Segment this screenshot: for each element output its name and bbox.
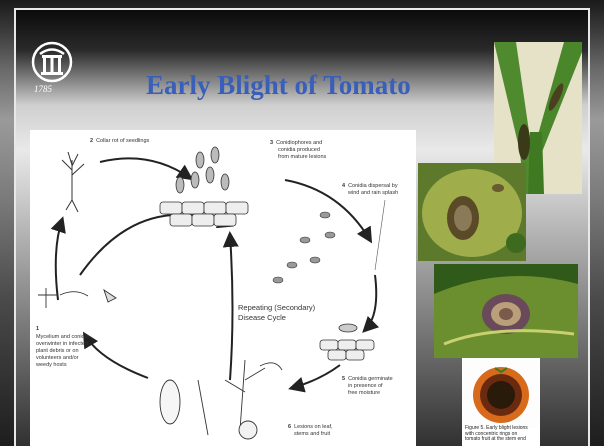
repeating-cycle-label-1: Repeating (Secondary) <box>238 303 316 312</box>
plant-debris-illustration <box>38 288 116 308</box>
step-3-label-3: from mature lesions <box>278 154 327 160</box>
arrow-repeating <box>230 235 233 380</box>
step-2-label: Collar rot of seedlings <box>96 138 149 144</box>
step-5-label-1: Conidia germinate <box>348 376 393 382</box>
step-4-number: 4 <box>342 183 346 189</box>
conidia-dispersal-illustration <box>273 200 385 283</box>
step-3-number: 3 <box>270 140 273 146</box>
step-3-label-1: Conidiophores and <box>276 140 322 146</box>
seedling-illustration <box>62 152 84 212</box>
step-6-label-1: Lesions on leaf, <box>294 424 333 430</box>
arrow-2-3 <box>100 158 190 178</box>
step-1-label-1: Mycelium and conidia <box>36 334 90 340</box>
step-5-label-2: in presence of <box>348 383 383 389</box>
slide-title: Early Blight of Tomato <box>146 70 411 101</box>
university-arch-logo: 1785 <box>30 40 96 98</box>
step-6-number: 6 <box>288 424 291 430</box>
step-1-label-3: plant debris or on <box>36 348 79 354</box>
fruit-lesion-photo: Figure 5. Early blight lesions with conc… <box>462 358 540 446</box>
step-1-label-4: volunteers and/or <box>36 355 79 361</box>
step-2-number: 2 <box>90 138 93 144</box>
step-6-label-2: stems and fruit <box>294 431 331 437</box>
step-1-label-2: overwinter in infected <box>36 341 88 347</box>
fruit-caption-line-3: tomato fruit at the stem end <box>465 437 539 443</box>
step-4-label-1: Conidia dispersal by <box>348 183 398 189</box>
logo-year: 1785 <box>34 84 53 94</box>
arrow-5-6 <box>292 365 340 388</box>
step-1-label-5: weedy hosts <box>35 362 67 368</box>
fruit-photo-caption: Figure 5. Early blight lesions with conc… <box>465 426 539 443</box>
step-5-label-3: free moisture <box>348 390 380 396</box>
step-4-label-2: wind and rain splash <box>347 190 398 196</box>
tomato-plant-illustration <box>160 360 282 439</box>
repeating-cycle-label-2: Disease Cycle <box>238 313 286 322</box>
leaf-lesion-photo-1 <box>418 163 526 261</box>
arrow-4-5 <box>365 275 376 330</box>
arrow-6-1 <box>85 335 148 378</box>
arrow-3-4 <box>285 180 370 240</box>
step-3-label-2: conidia produced <box>278 147 320 153</box>
step-5-number: 5 <box>342 376 345 382</box>
conidiophores-illustration <box>160 147 248 226</box>
arrow-1-2 <box>56 220 62 300</box>
leaf-lesion-photo-2 <box>434 264 578 358</box>
step-1-number: 1 <box>36 326 39 332</box>
